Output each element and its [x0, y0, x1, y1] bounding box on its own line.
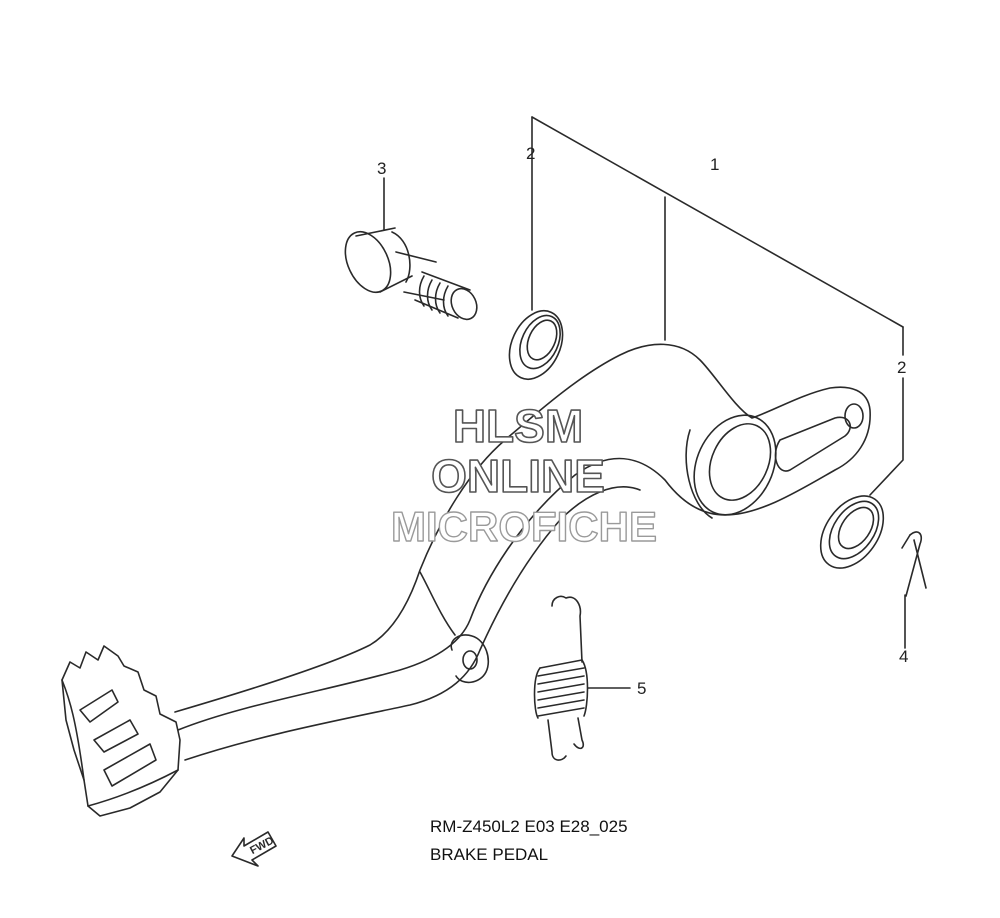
pedal-tip [61, 645, 181, 817]
callout-4: 4 [899, 647, 908, 666]
watermark: HLSM ONLINE MICROFICHE [390, 399, 657, 551]
callout-1: 1 [710, 155, 719, 174]
return-spring-part-5 [533, 595, 589, 761]
diagram-code: RM-Z450L2 E03 E28_025 [430, 817, 628, 836]
watermark-line-3: MICROFICHE [391, 503, 657, 550]
callout-2-lower: 2 [897, 358, 906, 377]
brake-pedal-part-1 [174, 343, 871, 761]
callout-2-upper: 2 [526, 144, 535, 163]
watermark-line-2: ONLINE [431, 450, 605, 502]
watermark-line-1: HLSM [453, 400, 583, 452]
cotter-pin-part-4 [901, 531, 927, 597]
seal-part-2-upper [508, 310, 564, 380]
pivot-bolt-part-3 [344, 227, 478, 321]
callout-5: 5 [637, 679, 646, 698]
diagram-title: BRAKE PEDAL [430, 845, 549, 864]
callout-3: 3 [377, 159, 386, 178]
seal-part-2-lower [819, 495, 885, 569]
fwd-arrow-icon [231, 831, 277, 867]
leader-lines [383, 116, 906, 689]
